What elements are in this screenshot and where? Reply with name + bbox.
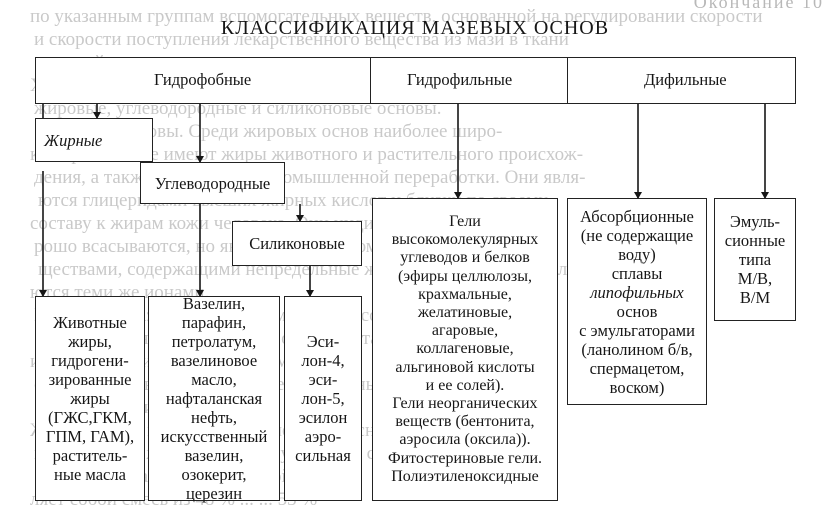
background-text-line: и скорости поступления лекарственного ве…: [34, 29, 569, 50]
absorption-text-2: основ с эмульгаторами (ланолином б/в, сп…: [579, 301, 695, 397]
box-hydrophilic-examples: Гели высокомолекулярных углеводов и белк…: [372, 198, 558, 501]
box-fatty-examples: Животные жиры, гидрогени- зированные жир…: [35, 296, 145, 501]
label-diphilic: Дифильные: [640, 71, 731, 89]
box-fatty: Жирные: [35, 118, 153, 162]
label-hydrophobic: Гидрофобные: [150, 71, 256, 89]
box-emulsion: Эмуль- сионные типа М/В, В/М: [714, 198, 796, 321]
page-header: Окончание 10: [693, 0, 824, 12]
divider-diphilic: [567, 57, 568, 104]
box-absorption: Абсорбционные (не содержащие воду) сплав…: [567, 198, 707, 405]
label-hydrophilic: Гидрофильные: [403, 71, 517, 89]
background-text-line: кое применение имеют жиры животного и ра…: [30, 144, 584, 165]
box-silicone: Силиконовые: [232, 221, 362, 266]
divider-hydrophilic: [370, 57, 371, 104]
diagram-title: КЛАССИФИКАЦИЯ МАЗЕВЫХ ОСНОВ: [220, 17, 610, 39]
box-hydrocarbon: Углеводородные: [140, 162, 285, 204]
box-silicone-examples: Эси- лон-4, эси- лон-5, эсилон аэро- сил…: [284, 296, 362, 501]
absorption-text-1: Абсорбционные (не содержащие воду) сплав…: [580, 206, 694, 283]
box-hydrocarbon-examples: Вазелин, парафин, петролатум, вазелиново…: [148, 294, 280, 503]
background-text-line: Жировые основы. Среди жировых основ наиб…: [38, 121, 503, 142]
absorption-text-italic: липофильных: [590, 282, 684, 302]
background-text-line: по указанным группам вспомогательных вещ…: [30, 6, 763, 27]
